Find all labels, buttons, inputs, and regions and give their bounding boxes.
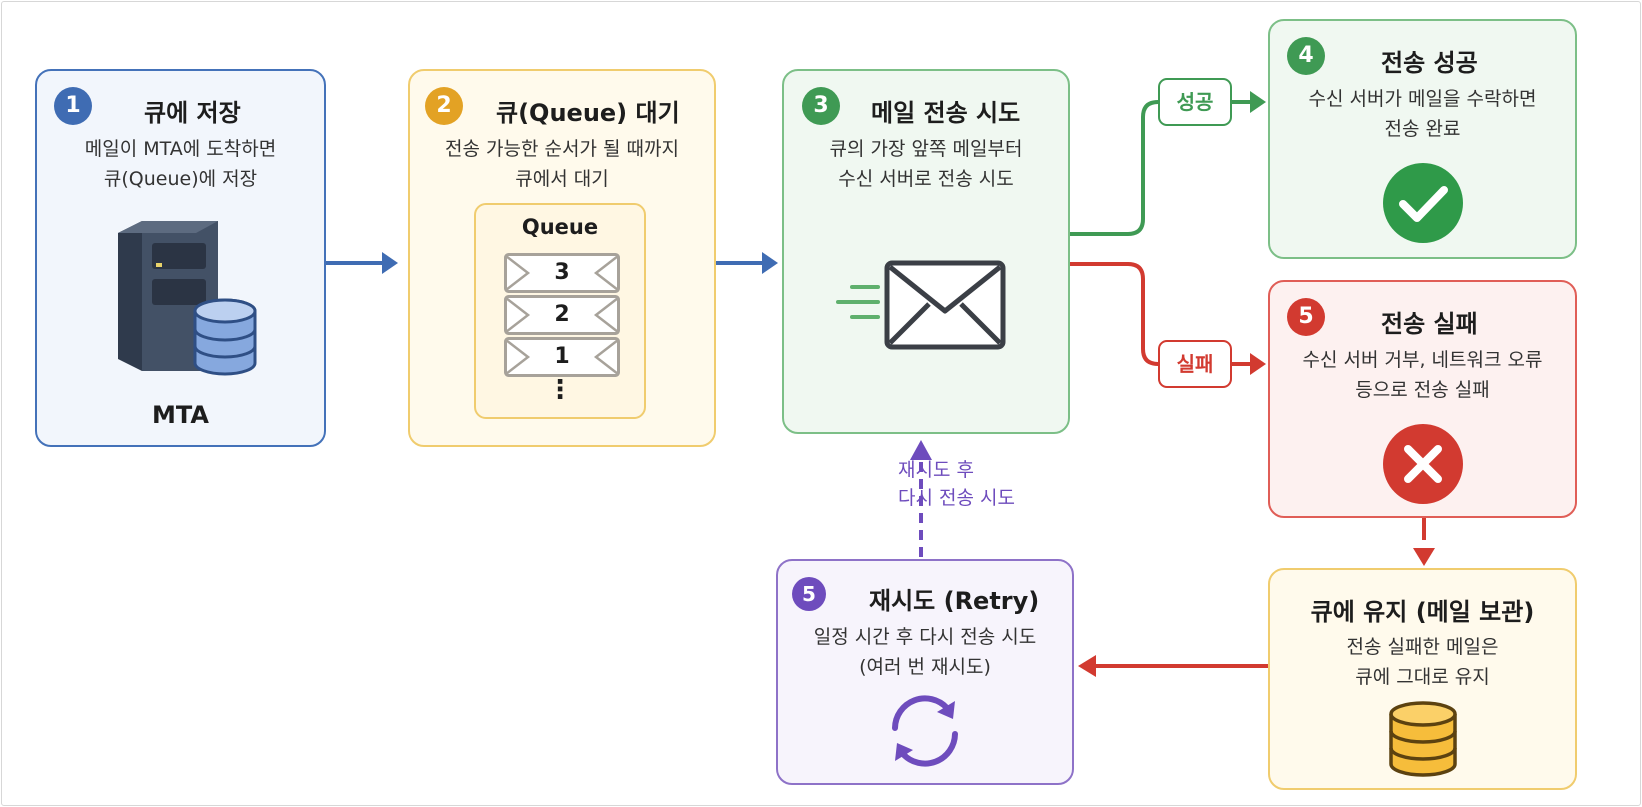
step-wait-title: 큐(Queue) 대기 bbox=[496, 99, 680, 127]
queue-item: 3 bbox=[504, 253, 620, 293]
step-failure-box: 5 전송 실패 수신 서버 거부, 네트워크 오류 등으로 전송 실패 bbox=[1268, 280, 1577, 518]
step-retry-description: 일정 시간 후 다시 전송 시도 (여러 번 재시도) bbox=[813, 626, 1037, 678]
x-circle-icon bbox=[1383, 424, 1463, 504]
queue-item: 2 bbox=[504, 295, 620, 335]
step-send-box: 3 메일 전송 시도 큐의 가장 앞쪽 메일부터 수신 서버로 전송 시도 bbox=[782, 69, 1070, 434]
queue-item-number: 1 bbox=[554, 344, 570, 369]
queue-panel: Queue 3 2 1 bbox=[474, 203, 646, 419]
success-label: 성공 bbox=[1158, 78, 1232, 126]
step-retry-box: 5 재시도 (Retry) 일정 시간 후 다시 전송 시도 (여러 번 재시도… bbox=[776, 559, 1074, 785]
arrow-send-to-failure bbox=[1070, 262, 1252, 366]
step-store-box: 1 큐에 저장 메일이 MTA에 도착하면 큐(Queue)에 저장 MTA bbox=[35, 69, 326, 447]
envelope-icon bbox=[504, 295, 620, 335]
step-success-badge: 4 bbox=[1287, 37, 1325, 75]
step-retry-title: 재시도 (Retry) bbox=[869, 587, 1040, 615]
envelope-icon bbox=[504, 337, 620, 377]
step-wait-description: 전송 가능한 순서가 될 때까지 큐에서 대기 bbox=[445, 138, 679, 190]
envelope-icon bbox=[504, 253, 620, 293]
step-retry-badge: 5 bbox=[792, 577, 826, 611]
queue-label: Queue bbox=[521, 215, 599, 239]
failure-label: 실패 bbox=[1158, 340, 1232, 388]
queue-item-number: 3 bbox=[554, 260, 570, 285]
step-failure-title: 전송 실패 bbox=[1381, 310, 1478, 338]
queue-item-number: 2 bbox=[554, 302, 570, 327]
step-success-description: 수신 서버가 메일을 수락하면 전송 완료 bbox=[1308, 88, 1537, 140]
retry-note: 재시도 후 다시 전송 시도 bbox=[898, 459, 1015, 509]
step-send-badge: 3 bbox=[802, 87, 840, 125]
step-success-box: 4 전송 성공 수신 서버가 메일을 수락하면 전송 완료 bbox=[1268, 19, 1577, 259]
step-failure-description: 수신 서버 거부, 네트워크 오류 등으로 전송 실패 bbox=[1302, 349, 1543, 401]
arrow-send-to-success bbox=[1070, 100, 1252, 236]
step-send-description: 큐의 가장 앞쪽 메일부터 수신 서버로 전송 시도 bbox=[829, 138, 1023, 190]
database-icon bbox=[1389, 701, 1457, 777]
step-wait-box: 2 큐(Queue) 대기 전송 가능한 순서가 될 때까지 큐에서 대기 Qu… bbox=[408, 69, 716, 447]
refresh-icon bbox=[892, 695, 958, 767]
step-failure-badge: 5 bbox=[1287, 298, 1325, 336]
server-database-icon bbox=[118, 221, 257, 376]
step-store-title: 큐에 저장 bbox=[144, 99, 241, 127]
server-label: MTA bbox=[152, 401, 209, 429]
step-success-title: 전송 성공 bbox=[1381, 49, 1478, 77]
step-keep-title: 큐에 유지 (메일 보관) bbox=[1310, 598, 1535, 626]
step-keep-box: 큐에 유지 (메일 보관) 전송 실패한 메일은 큐에 그대로 유지 bbox=[1268, 568, 1577, 790]
step-store-badge: 1 bbox=[54, 87, 92, 125]
envelope-icon bbox=[836, 260, 1006, 350]
queue-item: 1 bbox=[504, 337, 620, 377]
step-send-title: 메일 전송 시도 bbox=[871, 99, 1021, 127]
step-wait-badge: 2 bbox=[425, 87, 463, 125]
check-circle-icon bbox=[1383, 163, 1463, 243]
queue-more-indicator: ⋮ bbox=[547, 375, 573, 405]
step-keep-description: 전송 실패한 메일은 큐에 그대로 유지 bbox=[1346, 636, 1499, 688]
step-store-description: 메일이 MTA에 도착하면 큐(Queue)에 저장 bbox=[84, 138, 277, 190]
